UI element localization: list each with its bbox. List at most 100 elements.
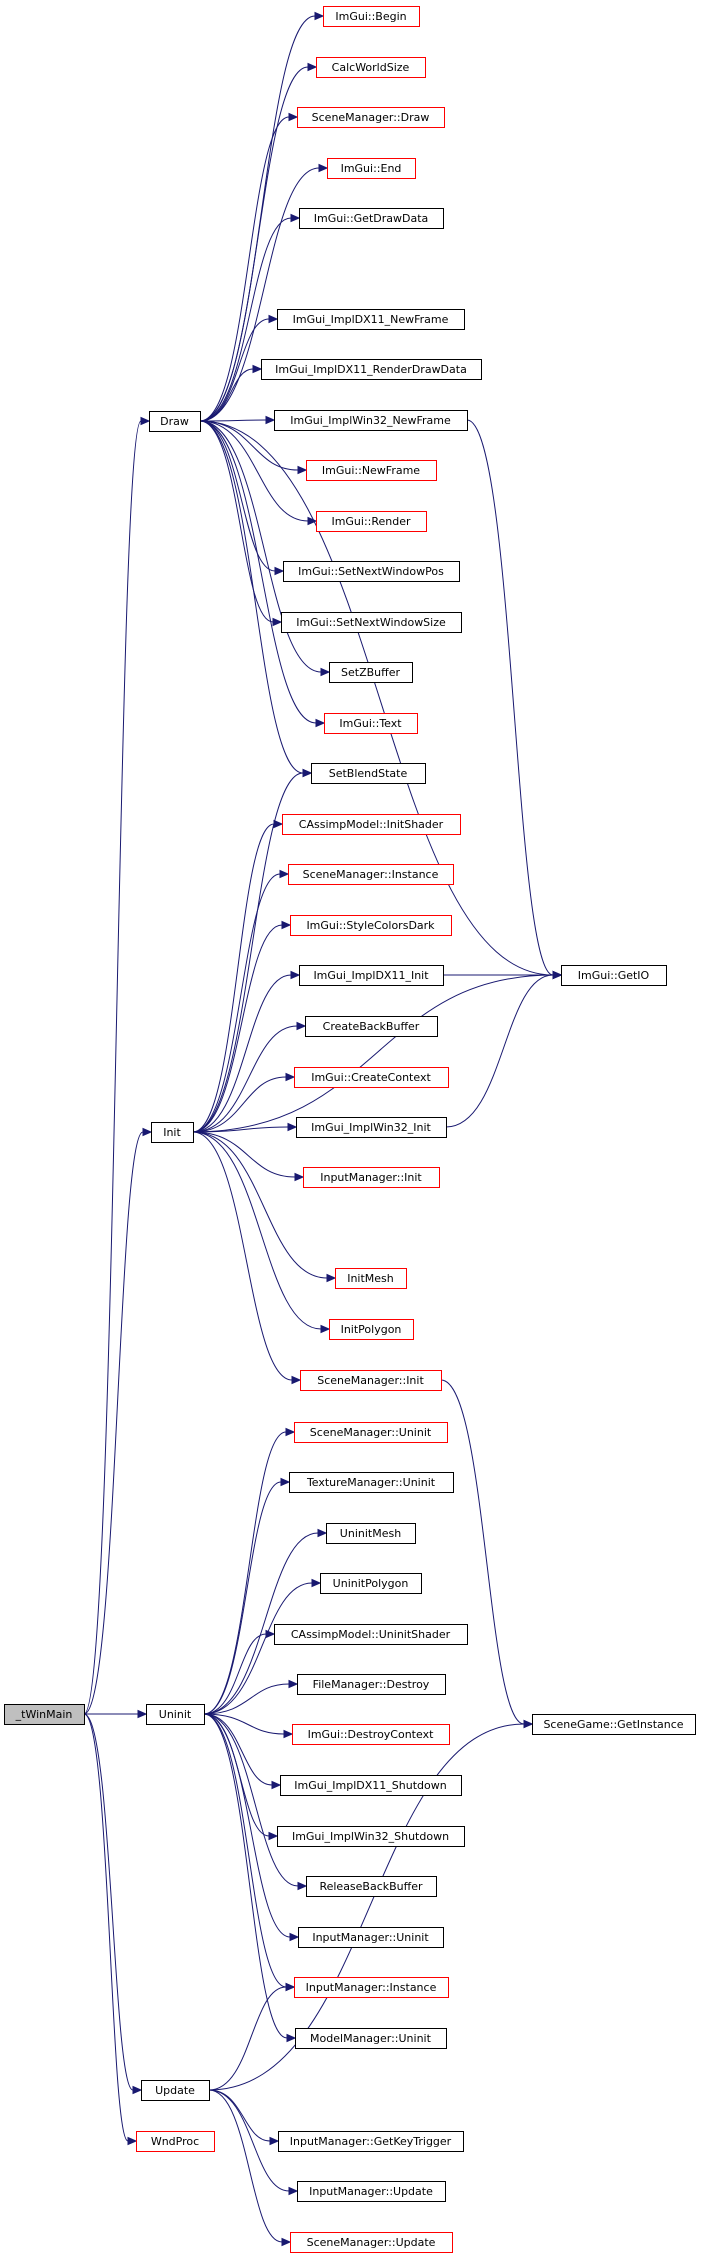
node-label: ImGui::NewFrame bbox=[322, 464, 420, 477]
node-releasebackbuffer[interactable]: ReleaseBackBuffer bbox=[306, 1876, 437, 1897]
call-edge-draw-scenemanager_draw bbox=[199, 112, 299, 422]
node-imgui-stylecolorsdark[interactable]: ImGui::StyleColorsDark bbox=[290, 915, 452, 936]
node-imgui-setnextwindowsize[interactable]: ImGui::SetNextWindowSize bbox=[281, 612, 462, 633]
node-scenemanager-uninit[interactable]: SceneManager::Uninit bbox=[294, 1422, 448, 1443]
node-filemanager-destroy[interactable]: FileManager::Destroy bbox=[297, 1674, 446, 1695]
node-imgui-setnextwindowpos[interactable]: ImGui::SetNextWindowPos bbox=[283, 561, 460, 582]
node-label: TextureManager::Uninit bbox=[306, 1476, 436, 1489]
call-edge-draw-imgui_impldx11_renderdrawdata bbox=[199, 364, 263, 422]
node-scenemanager-init[interactable]: SceneManager::Init bbox=[300, 1370, 442, 1391]
call-edge-uninit-modelmanager_uninit bbox=[203, 1713, 297, 2043]
call-edge-init-inputmanager_init bbox=[192, 1131, 305, 1182]
node-box bbox=[305, 1016, 438, 1037]
node-imgui-createcontext[interactable]: ImGui::CreateContext bbox=[294, 1067, 449, 1088]
call-edge-init-scenemanager_instance bbox=[192, 869, 290, 1133]
node-label: _tWinMain bbox=[15, 1708, 73, 1721]
call-edge-uninit-filemanager_destroy bbox=[203, 1679, 299, 1715]
node-label: ImGui::SetNextWindowPos bbox=[298, 565, 444, 578]
node-cassimpmodel-uninitshader[interactable]: CAssimpModel::UninitShader bbox=[274, 1624, 468, 1645]
node-cassimpmodel-initshader[interactable]: CAssimpModel::InitShader bbox=[282, 814, 461, 835]
call-edge-draw-setzbuffer bbox=[199, 420, 331, 677]
node-label: CAssimpModel::UninitShader bbox=[291, 1628, 451, 1641]
node-modelmanager-uninit[interactable]: ModelManager::Uninit bbox=[295, 2028, 447, 2049]
node-label: ImGui_ImplDX11_NewFrame bbox=[293, 313, 449, 326]
node-box bbox=[289, 1472, 454, 1493]
node-inputmanager-instance[interactable]: InputManager::Instance bbox=[294, 1977, 449, 1998]
node-calcworldsize[interactable]: CalcWorldSize bbox=[316, 57, 426, 78]
node-scenemanager-draw[interactable]: SceneManager::Draw bbox=[297, 107, 445, 128]
node-imgui-text[interactable]: ImGui::Text bbox=[324, 713, 418, 734]
call-edge-twinmain-init bbox=[83, 1127, 153, 1715]
node-update[interactable]: Update bbox=[141, 2080, 210, 2101]
call-edge-uninit-scenemanager_uninit bbox=[203, 1427, 296, 1715]
node-initmesh[interactable]: InitMesh bbox=[335, 1268, 407, 1289]
call-edge-update-inputmanager_instance bbox=[208, 1982, 296, 2091]
node-label: ImGui::GetIO bbox=[578, 969, 650, 982]
node-inputmanager-uninit[interactable]: InputManager::Uninit bbox=[298, 1927, 444, 1948]
node-imgui-implwin32-shutdown[interactable]: ImGui_ImplWin32_Shutdown bbox=[277, 1826, 465, 1847]
call-edge-uninit-cassimpmodel_uninitshader bbox=[203, 1629, 276, 1715]
node-imgui-destroycontext[interactable]: ImGui::DestroyContext bbox=[292, 1724, 450, 1745]
node-box bbox=[136, 2131, 215, 2152]
node-box bbox=[299, 965, 444, 986]
call-edge-draw-calcworldsize bbox=[199, 62, 318, 422]
call-edge-scenemanager_init-scenegame_getinstance bbox=[440, 1379, 534, 1729]
node-label: ImGui_ImplWin32_Init bbox=[311, 1121, 431, 1134]
node-inputmanager-getkeytrigger[interactable]: InputManager::GetKeyTrigger bbox=[278, 2131, 464, 2152]
node-setblendstate[interactable]: SetBlendState bbox=[311, 763, 426, 784]
call-edge-twinmain-draw bbox=[83, 416, 151, 1715]
call-edge-imgui_implwin32_init-imgui_getio bbox=[445, 970, 563, 1128]
node-box bbox=[277, 309, 465, 330]
node-box bbox=[532, 1714, 696, 1735]
node-setzbuffer[interactable]: SetZBuffer bbox=[329, 662, 413, 683]
node-uninitpolygon[interactable]: UninitPolygon bbox=[320, 1573, 422, 1594]
node-imgui-getdrawdata[interactable]: ImGui::GetDrawData bbox=[299, 208, 444, 229]
node-label: SetZBuffer bbox=[341, 666, 400, 679]
node-imgui-getio[interactable]: ImGui::GetIO bbox=[561, 965, 667, 986]
node-imgui-newframe[interactable]: ImGui::NewFrame bbox=[306, 460, 437, 481]
node-label: SetBlendState bbox=[329, 767, 408, 780]
node-createbackbuffer[interactable]: CreateBackBuffer bbox=[305, 1016, 438, 1037]
node-inputmanager-init[interactable]: InputManager::Init bbox=[303, 1167, 440, 1188]
node-inputmanager-update[interactable]: InputManager::Update bbox=[297, 2181, 446, 2202]
node-draw[interactable]: Draw bbox=[149, 411, 201, 432]
node-box bbox=[311, 763, 426, 784]
node-label: Draw bbox=[160, 415, 189, 428]
node-twinmain[interactable]: _tWinMain bbox=[4, 1704, 85, 1725]
node-imgui-implwin32-init[interactable]: ImGui_ImplWin32_Init bbox=[296, 1117, 447, 1138]
node-texturemanager-uninit[interactable]: TextureManager::Uninit bbox=[289, 1472, 454, 1493]
node-imgui-impldx11-shutdown[interactable]: ImGui_ImplDX11_Shutdown bbox=[280, 1775, 462, 1796]
node-label: InputManager::Instance bbox=[306, 1981, 437, 1994]
node-label: SceneManager::Instance bbox=[303, 868, 439, 881]
node-imgui-implwin32-newframe[interactable]: ImGui_ImplWin32_NewFrame bbox=[274, 410, 468, 431]
node-scenemanager-update[interactable]: SceneManager::Update bbox=[290, 2232, 453, 2253]
node-imgui-impldx11-renderdrawdata[interactable]: ImGui_ImplDX11_RenderDrawData bbox=[261, 359, 482, 380]
node-wndproc[interactable]: WndProc bbox=[136, 2131, 215, 2152]
node-box bbox=[306, 1876, 437, 1897]
node-imgui-impldx11-newframe[interactable]: ImGui_ImplDX11_NewFrame bbox=[277, 309, 465, 330]
node-label: ReleaseBackBuffer bbox=[319, 1880, 423, 1893]
node-label: CreateBackBuffer bbox=[323, 1020, 420, 1033]
node-box bbox=[303, 1167, 440, 1188]
node-label: ImGui::End bbox=[341, 162, 402, 175]
node-imgui-begin[interactable]: ImGui::Begin bbox=[323, 6, 420, 27]
node-imgui-end[interactable]: ImGui::End bbox=[327, 158, 416, 179]
call-edge-uninit-uninitpolygon bbox=[203, 1578, 322, 1715]
node-label: UninitPolygon bbox=[333, 1577, 409, 1590]
call-edge-twinmain-update bbox=[83, 1713, 143, 2095]
node-box bbox=[298, 1927, 444, 1948]
node-label: ImGui_ImplDX11_RenderDrawData bbox=[275, 363, 467, 376]
node-scenemanager-instance[interactable]: SceneManager::Instance bbox=[288, 864, 454, 885]
node-imgui-render[interactable]: ImGui::Render bbox=[316, 511, 427, 532]
node-init[interactable]: Init bbox=[151, 1122, 194, 1143]
node-uninitmesh[interactable]: UninitMesh bbox=[326, 1523, 416, 1544]
node-uninit[interactable]: Uninit bbox=[146, 1704, 205, 1725]
node-box bbox=[278, 2131, 464, 2152]
node-label: InputManager::Uninit bbox=[312, 1931, 429, 1944]
call-edge-draw-imgui_getio bbox=[199, 420, 563, 980]
node-label: ImGui::SetNextWindowSize bbox=[296, 616, 446, 629]
node-imgui-impldx11-init[interactable]: ImGui_ImplDX11_Init bbox=[299, 965, 444, 986]
node-label: CalcWorldSize bbox=[332, 61, 410, 74]
node-scenegame-getinstance[interactable]: SceneGame::GetInstance bbox=[532, 1714, 696, 1735]
node-initpolygon[interactable]: InitPolygon bbox=[329, 1319, 414, 1340]
